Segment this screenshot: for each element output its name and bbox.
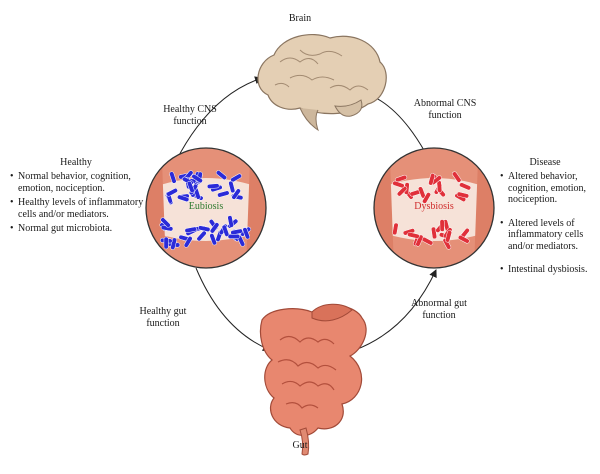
dysbiosis-label: Dysbiosis: [414, 201, 454, 212]
healthy-point: Healthy levels of inflammatory cells and…: [10, 197, 145, 220]
bacterium: [209, 233, 217, 246]
bacterium: [160, 217, 171, 228]
disease-title: Disease: [529, 157, 561, 168]
bacterium: [228, 180, 236, 194]
bacterium: [183, 236, 193, 248]
bacterium: [206, 183, 220, 189]
bacterium: [227, 234, 241, 239]
bacterium: [169, 171, 177, 184]
bacterium: [191, 174, 203, 184]
gut-label: Gut: [292, 440, 308, 451]
bacterium: [221, 224, 230, 237]
gut-illustration: [259, 303, 367, 456]
bacterium: [442, 237, 452, 250]
abnormal-cns-label: Abnormal CNS function: [413, 98, 477, 121]
healthy-title: Healthy: [60, 157, 92, 168]
healthy-gut-label: Healthy gut function: [139, 306, 187, 329]
brain-label: Brain: [288, 13, 312, 24]
bacterium: [457, 235, 470, 244]
bacterium: [392, 222, 399, 236]
bacterium: [166, 188, 178, 197]
bacterium: [422, 192, 431, 204]
bacterium: [459, 182, 472, 191]
brain-illustration: [257, 34, 387, 132]
abnormal-gut-label: Abnormal gut function: [411, 298, 467, 321]
bacterium: [209, 222, 220, 234]
bacterium: [456, 191, 470, 199]
bacterium: [242, 227, 251, 240]
bacterium: [445, 230, 452, 243]
bacterium: [196, 230, 207, 242]
disease-points: Altered behavior, cognition, emotion, no…: [500, 171, 595, 276]
arrow-abnormal-gut: [354, 269, 437, 351]
bacterium: [231, 188, 241, 200]
bacterium: [177, 194, 190, 202]
bacterium: [392, 180, 405, 189]
disease-point: Altered behavior, cognition, emotion, no…: [500, 171, 595, 206]
disease-point: Altered levels of inflammatory cells and…: [500, 218, 595, 253]
bacterium: [395, 174, 408, 183]
bacterium: [187, 180, 195, 193]
bacterium: [439, 219, 445, 232]
disease-point: Intestinal dysbiosis.: [500, 264, 595, 276]
eubiosis-label: Eubiosis: [188, 201, 224, 212]
healthy-point: Normal behavior, cognition, emotion, noc…: [10, 171, 145, 194]
healthy-point: Normal gut microbiota.: [10, 223, 145, 235]
bacterium: [184, 226, 197, 234]
bacterium: [452, 171, 462, 183]
arrow-healthy-cns: [175, 76, 263, 162]
arrow-healthy-gut: [195, 267, 271, 351]
bacterium: [216, 170, 227, 180]
bacterium: [227, 215, 234, 228]
dysbiosis-circle: [373, 147, 495, 269]
healthy-points: Normal behavior, cognition, emotion, noc…: [10, 171, 145, 235]
bacterium: [217, 190, 230, 198]
bacterium: [163, 236, 169, 250]
bacterium: [396, 186, 408, 197]
bacterium: [428, 173, 436, 186]
healthy-cns-label: Healthy CNS function: [163, 104, 217, 127]
bacterium: [407, 232, 420, 239]
bacterium: [415, 234, 424, 247]
